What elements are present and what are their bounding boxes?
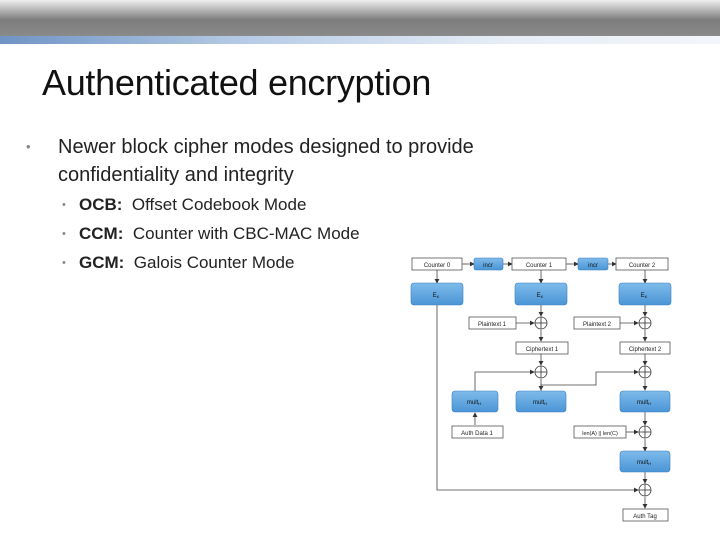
incr2-label: incr (588, 263, 598, 269)
len-label: len(A) || len(C) (582, 431, 618, 437)
mult-block-2: multH (515, 390, 567, 413)
xor-icon (638, 316, 652, 330)
authdata-label: Auth Data 1 (461, 431, 493, 437)
xor-icon (638, 483, 652, 497)
plaintext1-label: Plaintext 1 (478, 322, 507, 328)
bullet-main: Newer block cipher modes designed to pro… (58, 136, 474, 186)
xor-icon (638, 365, 652, 379)
svg-text:EK: EK (641, 293, 648, 299)
svg-text:multH: multH (467, 400, 481, 406)
sub-bullet-ocb: OCB: Offset Codebook Mode (79, 195, 306, 215)
sub-term: CCM: (79, 224, 124, 243)
top-bar (0, 0, 720, 36)
sub-desc: Counter with CBC-MAC Mode (132, 224, 360, 243)
authtag-label: Auth Tag (633, 514, 657, 520)
counter2-box: Counter 2 (615, 257, 669, 271)
counter1-label: Counter 1 (526, 263, 553, 269)
sub-term: GCM: (79, 253, 125, 272)
ek-block-2: EK (618, 282, 672, 306)
mult-block-1: multH (451, 390, 499, 413)
incr1-box: incr (473, 257, 504, 271)
accent-band (0, 36, 720, 44)
incr2-box: incr (577, 257, 609, 271)
sub-bullet-ccm: CCM: Counter with CBC-MAC Mode (79, 224, 360, 244)
counter2-label: Counter 2 (629, 263, 656, 269)
mult-block-4: multH (619, 450, 671, 473)
ciphertext1-label: Ciphertext 1 (526, 347, 559, 353)
ciphertext1-box: Ciphertext 1 (515, 341, 569, 355)
bullet-dot: • (26, 139, 31, 154)
sub-desc: Galois Counter Mode (133, 253, 295, 272)
sub-bullet-dot: • (62, 257, 66, 269)
sub-term: OCB: (79, 195, 123, 214)
svg-text:multH: multH (637, 400, 651, 406)
xor-icon (638, 425, 652, 439)
authtag-box: Auth Tag (622, 508, 669, 522)
xor-icon (534, 365, 548, 379)
sub-bullet-dot: • (62, 228, 66, 240)
counter0-label: Counter 0 (424, 263, 451, 269)
ciphertext2-box: Ciphertext 2 (619, 341, 671, 355)
plaintext2-box: Plaintext 2 (573, 316, 621, 330)
counter1-box: Counter 1 (511, 257, 567, 271)
sub-bullet-dot: • (62, 199, 66, 211)
svg-text:multH: multH (637, 460, 651, 466)
svg-text:EK: EK (433, 293, 440, 299)
sub-desc: Offset Codebook Mode (131, 195, 307, 214)
plaintext2-label: Plaintext 2 (583, 322, 612, 328)
slide-title: Authenticated encryption (42, 62, 432, 103)
plaintext1-box: Plaintext 1 (468, 316, 517, 330)
incr1-label: incr (483, 263, 493, 269)
ciphertext2-label: Ciphertext 2 (629, 347, 662, 353)
svg-text:EK: EK (537, 293, 544, 299)
counter0-box: Counter 0 (411, 257, 463, 271)
xor-icons (534, 316, 652, 497)
authdata-box: Auth Data 1 (451, 425, 504, 439)
len-box: len(A) || len(C) (573, 425, 627, 439)
xor-icon (534, 316, 548, 330)
svg-text:multH: multH (533, 400, 547, 406)
ek-block-0: EK (410, 282, 464, 306)
mult-block-3: multH (619, 390, 671, 413)
ek-block-1: EK (514, 282, 568, 306)
sub-bullet-gcm: GCM: Galois Counter Mode (79, 253, 294, 273)
